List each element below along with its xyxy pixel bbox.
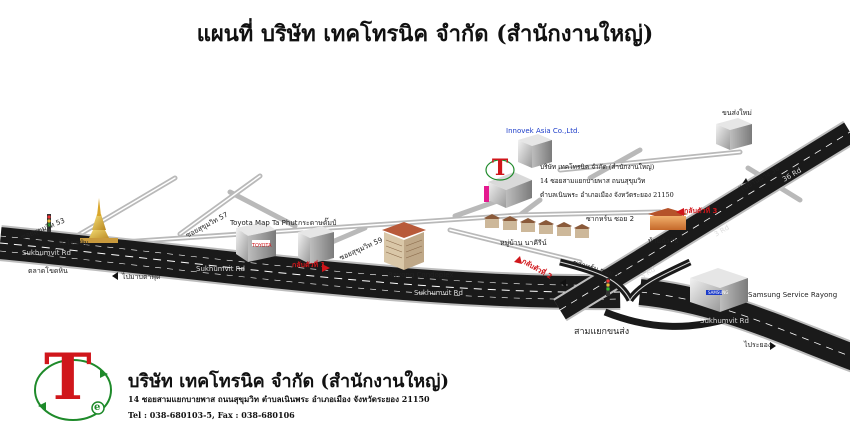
label-market: ตลาดโขดหิน <box>28 267 68 275</box>
label-condoplex: Rayong Condoplex <box>388 271 454 279</box>
label-new-terminal: ขนส่งใหม่ <box>722 109 752 117</box>
label-village: หมู่บ้าน นาคีรีน์ <box>500 239 547 247</box>
label-turn-3: กลับตัวที่ 3 <box>684 207 718 215</box>
bus-terminal-building-icon <box>716 118 752 150</box>
label-banchang: บ้านฉังธัน <box>648 237 679 245</box>
label-to-rayong: ไประยอง <box>744 341 772 349</box>
label-kratong: กระดาษดั๊มป์ <box>298 219 337 227</box>
label-turn-1: กลับตัวที่ 1 <box>292 261 326 269</box>
traffic-light-left <box>47 214 51 232</box>
samsung-building-icon <box>690 268 748 312</box>
traffic-light-right <box>606 278 610 296</box>
pin-logo-icon: T <box>485 155 515 181</box>
label-toyota-logo: TOYOTA <box>252 243 272 249</box>
label-samsung-logo: SAMSUNG <box>708 290 729 295</box>
headquarters-building-icon <box>484 172 532 208</box>
label-sukhumvit-lower: Sukhumvit Rd <box>700 317 749 325</box>
pin-address-line3: ตำบลเนินพระ อำเภอเมือง จังหวัดระยอง 2115… <box>540 191 674 199</box>
label-wat: วัดโขดหิน <box>58 239 89 247</box>
innovek-building-icon <box>518 134 552 168</box>
toyota-building-icon <box>236 222 276 262</box>
label-samsung: Samsung Service Rayong <box>748 291 838 299</box>
company-tel: Tel : 038-680103-5, Fax : 038-680106 <box>128 410 295 420</box>
temple-wat-icon <box>80 198 118 243</box>
svg-text:T: T <box>492 155 509 181</box>
label-to-maptaphut: ไปมาบตาพุด <box>122 273 161 281</box>
sukhumvit-lower-road <box>638 277 850 373</box>
company-name: บริษัท เทคโทรนิค จำกัด (สำนักงานใหญ่) <box>128 371 449 392</box>
label-samyaek: สามแยกขนส่ง <box>574 327 630 337</box>
company-logo-icon <box>34 359 112 421</box>
page-title: แผนที่ บริษัท เทคโทรนิค จำกัด (สำนักงานใ… <box>196 21 654 47</box>
pin-address-line1: บริษัท เทคโทรนิค จำกัด (สำนักงานใหญ่) <box>540 163 655 171</box>
label-sukhumvit-right: Sukhumvit Rd <box>414 289 463 297</box>
label-sukhumvit-mid: Sukhumvit Rd <box>196 265 245 273</box>
label-innovek: Innovek Asia Co.,Ltd. <box>506 127 580 135</box>
label-soi-2: ซากหร์น ซอย 2 <box>586 215 635 223</box>
kratong-building-icon <box>298 226 334 264</box>
sukhumvit-road <box>0 225 621 311</box>
company-address: 14 ซอยสามแยกบายพาส ถนนสุขุมวิท ตำบลเนินพ… <box>128 394 430 404</box>
turn-arrows <box>322 208 684 272</box>
direction-arrows <box>112 178 776 350</box>
village-houses-icon <box>484 214 590 238</box>
label-sukhumvit-left: Sukhumvit Rd <box>22 249 71 257</box>
company-logo-small: e <box>94 402 101 413</box>
pin-address-line2: 14 ซอยสามแยกบายพาส ถนนสุขุมวิท <box>540 177 646 185</box>
condo-building-icon <box>382 222 426 270</box>
label-toyota-map: Toyota Map Ta Phut <box>230 219 298 227</box>
company-logo-letter: T <box>44 340 92 415</box>
